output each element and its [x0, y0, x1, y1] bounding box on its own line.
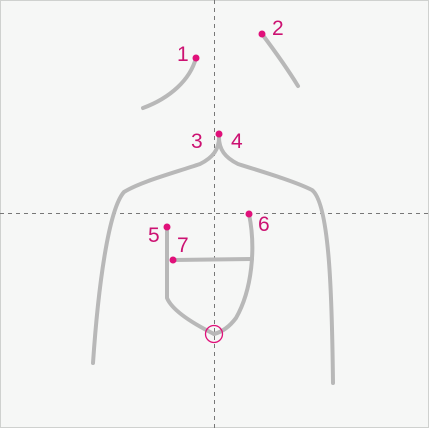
stroke-4-path — [216, 132, 335, 385]
stroke-7-start-dot — [169, 256, 177, 264]
stroke-number-1: 1 — [177, 43, 189, 66]
stroke-3-4-start-dot — [215, 130, 223, 138]
stroke-number-4: 4 — [231, 130, 243, 153]
junction-ring-marker — [204, 324, 224, 344]
stroke-7-path — [171, 257, 254, 262]
stroke-6-start-dot — [245, 210, 253, 218]
stroke-number-6: 6 — [258, 213, 270, 236]
stroke-number-3: 3 — [191, 130, 203, 153]
stroke-1-start-dot — [192, 54, 200, 62]
stroke-number-2: 2 — [272, 17, 284, 40]
stroke-1-path — [141, 56, 198, 110]
stroke-3-path — [91, 132, 222, 365]
stroke-5-start-dot — [163, 223, 171, 231]
stroke-number-7: 7 — [177, 234, 189, 257]
stroke-2-start-dot — [258, 30, 266, 38]
stroke-2-path — [260, 32, 300, 88]
stroke-number-5: 5 — [148, 224, 160, 247]
